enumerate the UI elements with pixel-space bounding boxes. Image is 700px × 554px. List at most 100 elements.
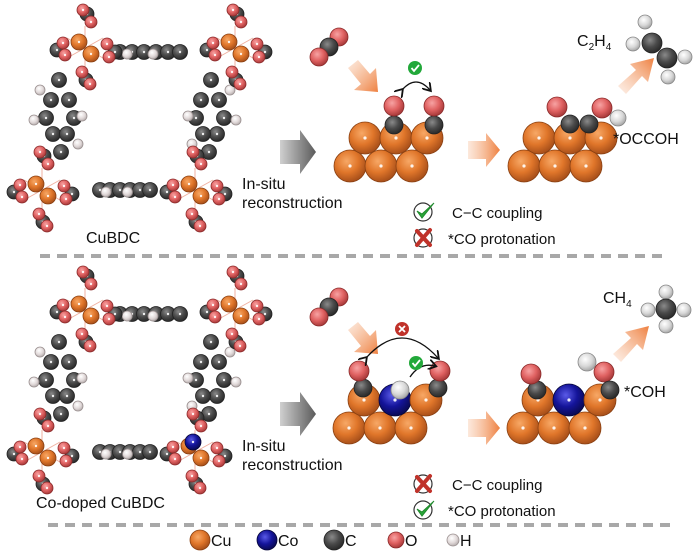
atom-highlight (230, 332, 234, 336)
outcome-text: C−C coupling (452, 477, 542, 494)
atom-highlight (113, 50, 117, 54)
legend-label: Co (278, 533, 299, 550)
atom-highlight (77, 40, 81, 44)
atom-highlight (239, 314, 243, 318)
atom-highlight (255, 304, 259, 308)
c-atom (323, 529, 345, 551)
atom-highlight (81, 270, 85, 274)
intermediate-label-top: *OCCOH (613, 131, 679, 148)
c-atom (384, 115, 404, 135)
atom-highlight (424, 398, 428, 402)
atom-highlight (80, 332, 84, 336)
h-atom (72, 138, 84, 150)
atom-highlight (178, 312, 182, 316)
bond-line (216, 288, 254, 332)
atom-highlight (118, 188, 122, 192)
atom-highlight (348, 164, 352, 168)
c-atom (353, 378, 373, 398)
atom-highlight (46, 456, 50, 460)
bond-line (66, 288, 104, 332)
reconstruction-arrow-top (280, 130, 316, 174)
atom-highlight (239, 20, 243, 24)
o-atom (309, 307, 329, 327)
h-atom (230, 114, 242, 126)
h-atom (637, 14, 653, 30)
bond-line (23, 168, 61, 212)
atom-highlight (215, 184, 219, 188)
h-atom (660, 69, 676, 85)
co-atom (256, 529, 278, 551)
atom-highlight (148, 450, 152, 454)
atom-highlight (64, 459, 68, 463)
o-atom (387, 531, 405, 549)
adsorption-arrow (348, 60, 378, 92)
atom-highlight (57, 78, 61, 82)
atom-highlight (215, 132, 219, 136)
reaction-bottom (309, 284, 692, 445)
atom-highlight (70, 192, 74, 196)
outcome-text: *CO protonation (448, 231, 556, 248)
outcome-text: C−C coupling (452, 205, 542, 222)
o-atom (591, 97, 613, 119)
atom-highlight (222, 378, 226, 382)
h-atom (625, 36, 641, 52)
process-label-top-line2: reconstruction (242, 195, 343, 212)
atom-highlight (18, 183, 22, 187)
atom-highlight (217, 459, 221, 463)
atom-highlight (217, 98, 221, 102)
atom-highlight (207, 150, 211, 154)
atom-highlight (165, 452, 169, 456)
atom-highlight (194, 116, 198, 120)
atom-highlight (191, 412, 195, 416)
atom-highlight (257, 317, 261, 321)
atom-highlight (191, 440, 195, 444)
atom-highlight (138, 188, 142, 192)
atom-highlight (67, 98, 71, 102)
legend-label: H (460, 533, 472, 550)
atom-highlight (205, 310, 209, 314)
reconstruction-arrow-bottom (280, 392, 316, 436)
c-atom (424, 115, 444, 135)
atom-highlight (166, 312, 170, 316)
check-mark (411, 359, 421, 368)
legend-label: O (405, 533, 417, 550)
h-atom (28, 114, 40, 126)
process-arrow (468, 133, 500, 167)
atom-highlight (171, 183, 175, 187)
o-atom (383, 95, 405, 117)
atom-highlight (18, 445, 22, 449)
cu-atom (189, 529, 211, 551)
o-atom (520, 363, 542, 385)
atom-highlight (46, 162, 50, 166)
atom-highlight (88, 344, 92, 348)
atom-highlight (199, 194, 203, 198)
product-label-c2h4: C2H4 (577, 33, 612, 53)
check-icon (413, 500, 435, 520)
check-icon (413, 202, 435, 222)
atom-highlight (63, 53, 67, 57)
atom-highlight (190, 474, 194, 478)
outcome-list-top: C−C coupling *CO protonation (413, 202, 556, 248)
atom-highlight (72, 378, 76, 382)
c-atom (655, 298, 677, 320)
atom-highlight (44, 116, 48, 120)
h-atom (224, 84, 236, 96)
material-label-bottom: Co-doped CuBDC (36, 495, 165, 512)
atom-highlight (67, 360, 71, 364)
h-atom (72, 400, 84, 412)
coupling-arrow (402, 81, 430, 90)
atom-highlight (65, 394, 69, 398)
atom-highlight (379, 164, 383, 168)
atom-highlight (89, 20, 93, 24)
atom-highlight (61, 303, 65, 307)
process-arrow (468, 411, 500, 445)
atom-highlight (190, 212, 194, 216)
c-atom (656, 47, 678, 69)
legend-label: Cu (211, 533, 231, 550)
atom-highlight (599, 136, 603, 140)
o-atom (593, 361, 615, 383)
atom-highlight (187, 182, 191, 186)
desorption-arrow (618, 58, 654, 94)
atom-highlight (118, 450, 122, 454)
atom-highlight (198, 486, 202, 490)
